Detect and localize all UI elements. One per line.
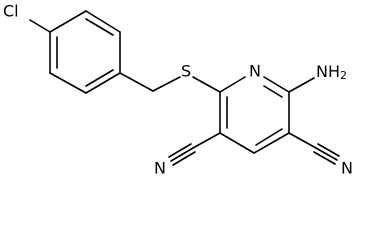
bond-cn-triple-r2 <box>317 143 340 157</box>
amine-hydrogen-count: 2 <box>340 69 347 82</box>
bond-ring2-inner-2 <box>263 85 283 98</box>
bond-cn-triple-r1 <box>315 147 338 161</box>
bond-ring1-inner-2 <box>85 69 114 87</box>
amine-nitrogen-label: N <box>316 62 328 81</box>
bond-c3-cn <box>288 132 317 149</box>
chemical-structure: Cl S N NH2 N N <box>3 2 353 178</box>
bond-ring2-inner-3 <box>255 128 283 146</box>
bond-ring1-e <box>49 72 87 94</box>
ring-nitrogen-label: N <box>249 62 261 81</box>
sulfur-atom-label: S <box>181 62 191 81</box>
bond-cn-triple-3 <box>172 151 196 166</box>
bond-cn-triple-r3 <box>313 151 336 165</box>
bond-ring2-c4-c5 <box>219 132 255 154</box>
bond-c2-nh2 <box>288 77 315 93</box>
bond-ring2-c6-n <box>219 76 246 93</box>
bond-cn-triple-2 <box>168 143 192 158</box>
chlorophenyl-ring <box>49 10 121 94</box>
bond-ring-ch2 <box>119 72 154 92</box>
nitrile-right <box>288 132 340 165</box>
bond-ring1-a <box>49 10 87 33</box>
bond-ring1-b <box>85 10 121 33</box>
nitrile-nitrogen-left-label: N <box>154 159 166 178</box>
bond-c5-cn <box>192 132 221 149</box>
bond-ring1-d <box>85 72 121 94</box>
nitrile-nitrogen-right-label: N <box>341 159 353 178</box>
bond-s-pyridine <box>192 76 221 93</box>
amino-group-label: NH2 <box>316 62 347 83</box>
pyridine-ring <box>219 76 290 154</box>
nitrile-left <box>168 132 221 166</box>
chlorine-atom-label: Cl <box>3 2 19 21</box>
bonds <box>29 10 340 166</box>
amine-hydrogen-label: H <box>328 62 340 81</box>
bond-cl-ring <box>29 19 51 33</box>
bond-ring2-c3-c4 <box>253 132 290 154</box>
bond-ch2-s <box>152 76 181 92</box>
bond-ring2-n-c2 <box>263 76 290 93</box>
atom-labels: Cl S N NH2 N N <box>3 2 353 178</box>
bond-cn-triple-1 <box>170 147 194 162</box>
bond-ring1-inner-1 <box>85 18 114 36</box>
